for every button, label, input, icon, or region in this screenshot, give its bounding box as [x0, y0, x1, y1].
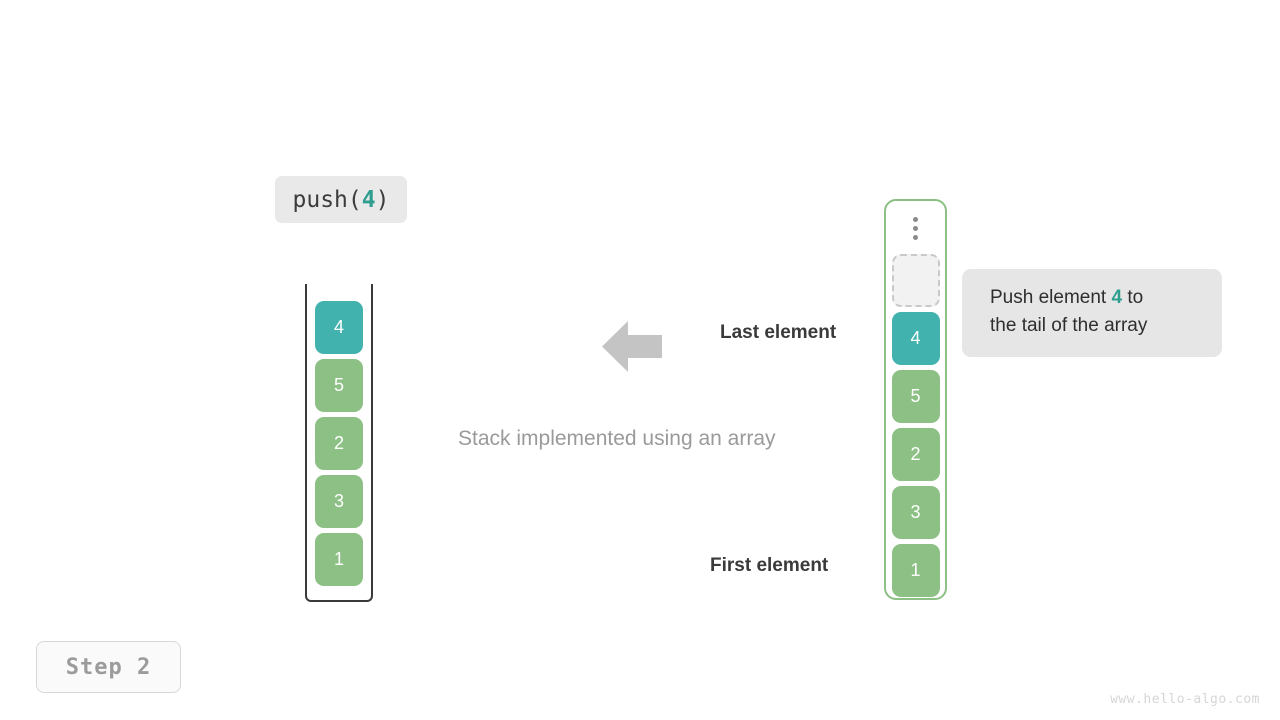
- operation-prefix: push(: [292, 186, 362, 213]
- operation-value: 4: [361, 186, 376, 213]
- stack-container: 4 5 2 3 1: [305, 284, 373, 602]
- vertical-ellipsis-icon: [892, 207, 940, 249]
- array-cell: 2: [891, 428, 940, 481]
- left-arrow-icon: [602, 321, 662, 372]
- first-element-label: First element: [710, 555, 829, 576]
- watermark: www.hello-algo.com: [1110, 692, 1260, 707]
- stack-cell: 2: [315, 417, 363, 470]
- stack-cell: 1: [315, 533, 363, 586]
- array-empty-slot: [891, 254, 940, 307]
- stack-cell: 4: [315, 301, 363, 354]
- annotation-line2: the tail of the array: [990, 315, 1148, 336]
- array-items: 4 5 2 3 1: [891, 207, 940, 597]
- stack-caption: Stack implemented using an array: [458, 427, 776, 450]
- operation-label: push(4): [275, 176, 407, 223]
- annotation-box: Push element 4 to the tail of the array: [962, 269, 1222, 357]
- last-element-label: Last element: [720, 322, 837, 343]
- array-cell: 1: [891, 544, 940, 597]
- array-cell: 4: [891, 312, 940, 365]
- stack-items: 4 5 2 3 1: [315, 301, 363, 586]
- annotation-line1-suffix: to: [1122, 287, 1144, 308]
- operation-suffix: ): [375, 186, 390, 213]
- array-container: 4 5 2 3 1: [884, 199, 947, 600]
- annotation-line1-prefix: Push element: [990, 287, 1112, 308]
- stack-cell: 3: [315, 475, 363, 528]
- array-cell: 5: [891, 370, 940, 423]
- annotation-value: 4: [1111, 287, 1123, 308]
- step-badge: Step 2: [36, 641, 181, 693]
- stack-cell: 5: [315, 359, 363, 412]
- array-cell: 3: [891, 486, 940, 539]
